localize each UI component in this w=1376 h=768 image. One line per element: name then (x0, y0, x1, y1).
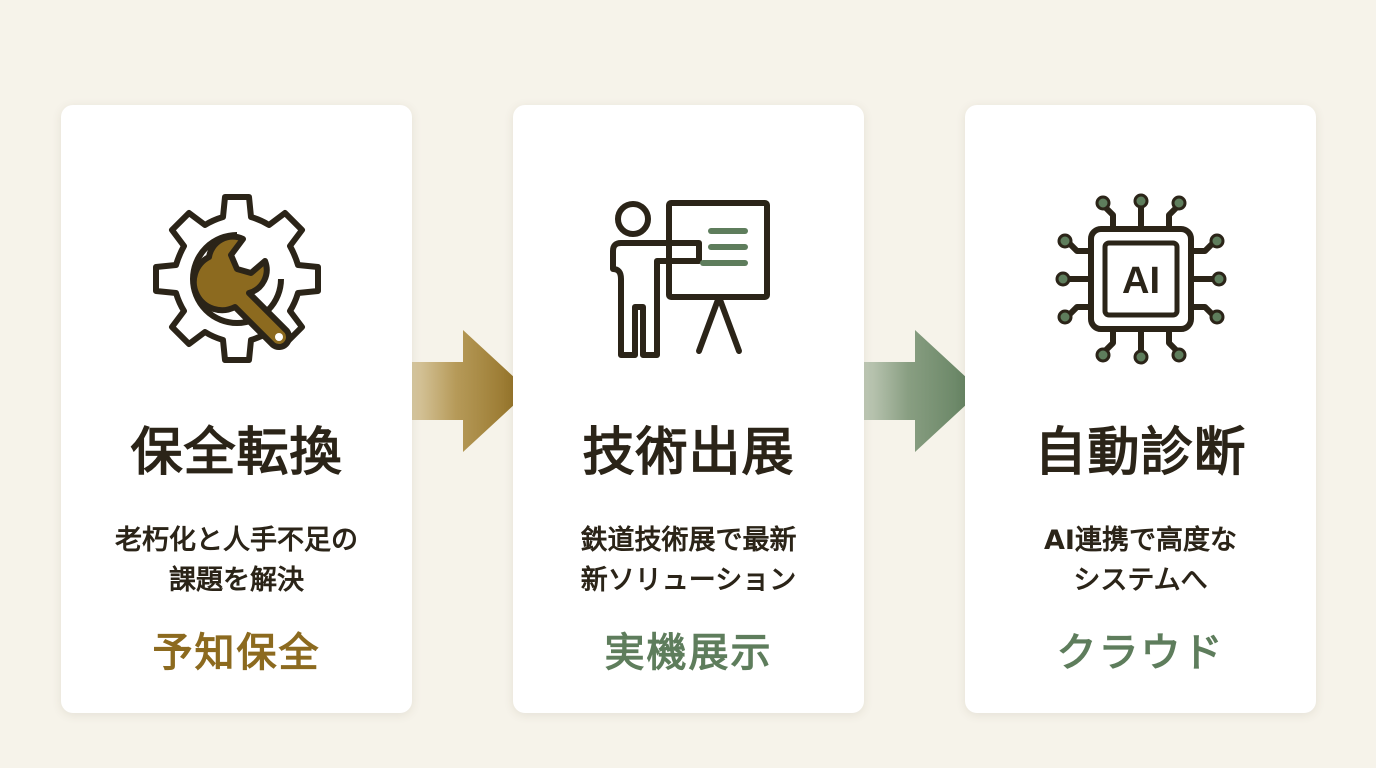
card-description: 老朽化と人手不足の 課題を解決 (61, 521, 412, 601)
card-description-line-2: 新ソリューション (580, 565, 797, 596)
chip-label: AI (1122, 260, 1160, 302)
card-title: 自動診断 (1034, 422, 1247, 483)
card-description-line-1: AI連携で高度な (1044, 525, 1237, 556)
card-auto-diagnosis: AI 自動診断 AI連携で高度な システムへ クラウド (965, 105, 1316, 713)
card-description-line-1: 鉄道技術展で最新 (580, 525, 797, 556)
card-title: 技術出展 (582, 422, 795, 483)
card-title: 保全転換 (130, 422, 343, 483)
card-keyword: 予知保全 (152, 630, 321, 676)
presenter-whiteboard-icon (609, 200, 770, 358)
card-description-line-2: 課題を解決 (169, 565, 304, 596)
flow-arrow-2 (819, 330, 981, 452)
card-description-line-1: 老朽化と人手不足の (115, 525, 358, 556)
ai-chip-icon: AI (1055, 193, 1226, 365)
card-exhibition: 技術出展 鉄道技術展で最新 新ソリューション 実機展示 (513, 105, 864, 713)
gear-wrench-icon (152, 194, 321, 363)
card-keyword: クラウド (1056, 630, 1225, 676)
card-keyword: 実機展示 (604, 630, 773, 676)
card-description: AI連携で高度な システムへ (965, 521, 1316, 601)
card-description: 鉄道技術展で最新 新ソリューション (513, 521, 864, 601)
card-description-line-2: システムへ (1073, 565, 1208, 596)
card-maintenance: 保全転換 老朽化と人手不足の 課題を解決 予知保全 (61, 105, 412, 713)
flow-arrow-1 (367, 330, 529, 452)
